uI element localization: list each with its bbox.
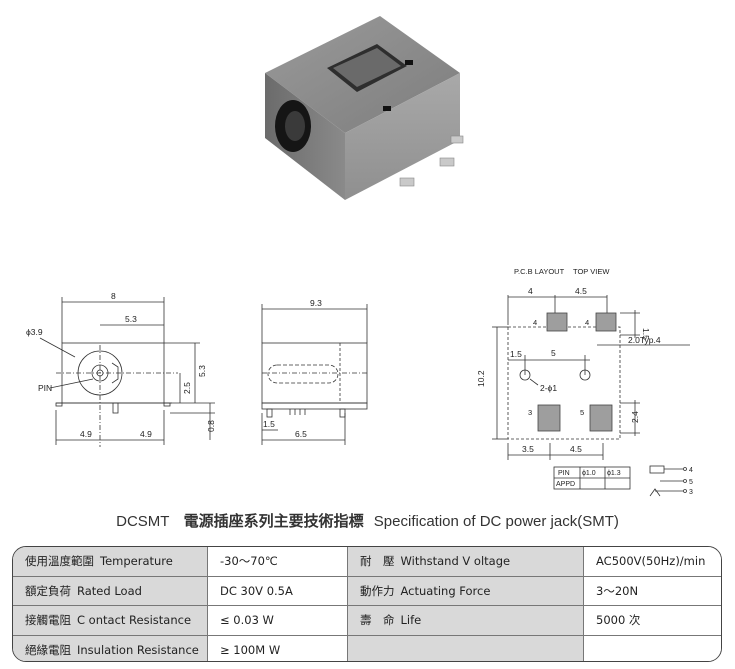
dim-pcb-pad-w: 2.4 (630, 411, 640, 423)
spec-value: 5000 次 (584, 606, 721, 635)
pin-table-d2: ϕ1.3 (607, 470, 621, 477)
spec-value: ≤ 0.03 W (208, 606, 348, 635)
dim-pcb-height: 10.2 (476, 370, 486, 387)
dim-pcb-bot-b: 4.5 (570, 444, 582, 454)
pad-label-5: 5 (580, 408, 584, 417)
dim-front-pin-len: 0.8 (206, 420, 216, 432)
symbol-pin-3: 3 (689, 489, 693, 496)
spec-label (348, 635, 584, 661)
dim-side-small: 1.5 (263, 419, 275, 429)
dim-side-width: 9.3 (310, 298, 322, 308)
dim-front-diameter: ϕ3.9 (26, 327, 43, 337)
dim-pcb-bot-a: 3.5 (522, 444, 534, 454)
dim-front-height: 5.3 (197, 365, 207, 377)
spec-value: DC 30V 0.5A (208, 576, 348, 605)
dim-pcb-hole-gap: 5 (551, 348, 556, 358)
dim-side-body: 6.5 (295, 429, 307, 439)
spec-title: DCSMT 電源插座系列主要技術指標 Specification of DC p… (0, 510, 735, 531)
pad-label-4: 4 (533, 318, 537, 327)
spec-value (584, 635, 721, 661)
dim-pcb-typ: 2.0Typ.4 (628, 335, 661, 345)
dim-pcb-pad-h: 1.5 (641, 328, 651, 340)
dim-pcb-hole-d: 2-ϕ1 (540, 383, 557, 393)
product-photo (265, 16, 464, 200)
pin-table-d1: ϕ1.0 (582, 470, 596, 477)
dim-front-pin: PIN (38, 383, 52, 393)
title-english: Specification of DC power jack(SMT) (373, 513, 619, 530)
pad-label-4b: 4 (585, 318, 589, 327)
symbol-pin-4: 4 (689, 467, 693, 474)
dim-front-center-height: 2.5 (182, 382, 192, 394)
pin-table-pin: PIN (558, 470, 570, 477)
pad-label-3: 3 (528, 408, 532, 417)
dim-pcb-hole-off: 1.5 (510, 349, 522, 359)
dim-front-hole-offset: 5.3 (125, 314, 137, 324)
spec-value: -30～70℃ (208, 547, 348, 576)
pcb-title: P.C.B LAYOUT (514, 267, 565, 276)
dim-front-left: 4.9 (80, 429, 92, 439)
spec-value: 3～20N (584, 576, 721, 605)
dim-front-right: 4.9 (140, 429, 152, 439)
dim-pcb-top-a: 4 (528, 286, 533, 296)
spec-value: ≥ 100M W (208, 635, 348, 661)
dim-front-width: 8 (111, 291, 116, 301)
model-name: DCSMT (116, 513, 170, 530)
spec-value: AC500V(50Hz)/min (584, 547, 721, 576)
pin-table-appd: APPD (556, 481, 575, 488)
technical-drawing: 8 5.3 ϕ3.9 PIN 5.3 2.5 0.8 4.9 4.9 9.3 1… (26, 267, 693, 497)
symbol-pin-5: 5 (689, 479, 693, 486)
title-chinese: 電源插座系列主要技術指標 (183, 512, 364, 530)
dim-pcb-top-b: 4.5 (575, 286, 587, 296)
pcb-view: TOP VIEW (573, 267, 610, 276)
